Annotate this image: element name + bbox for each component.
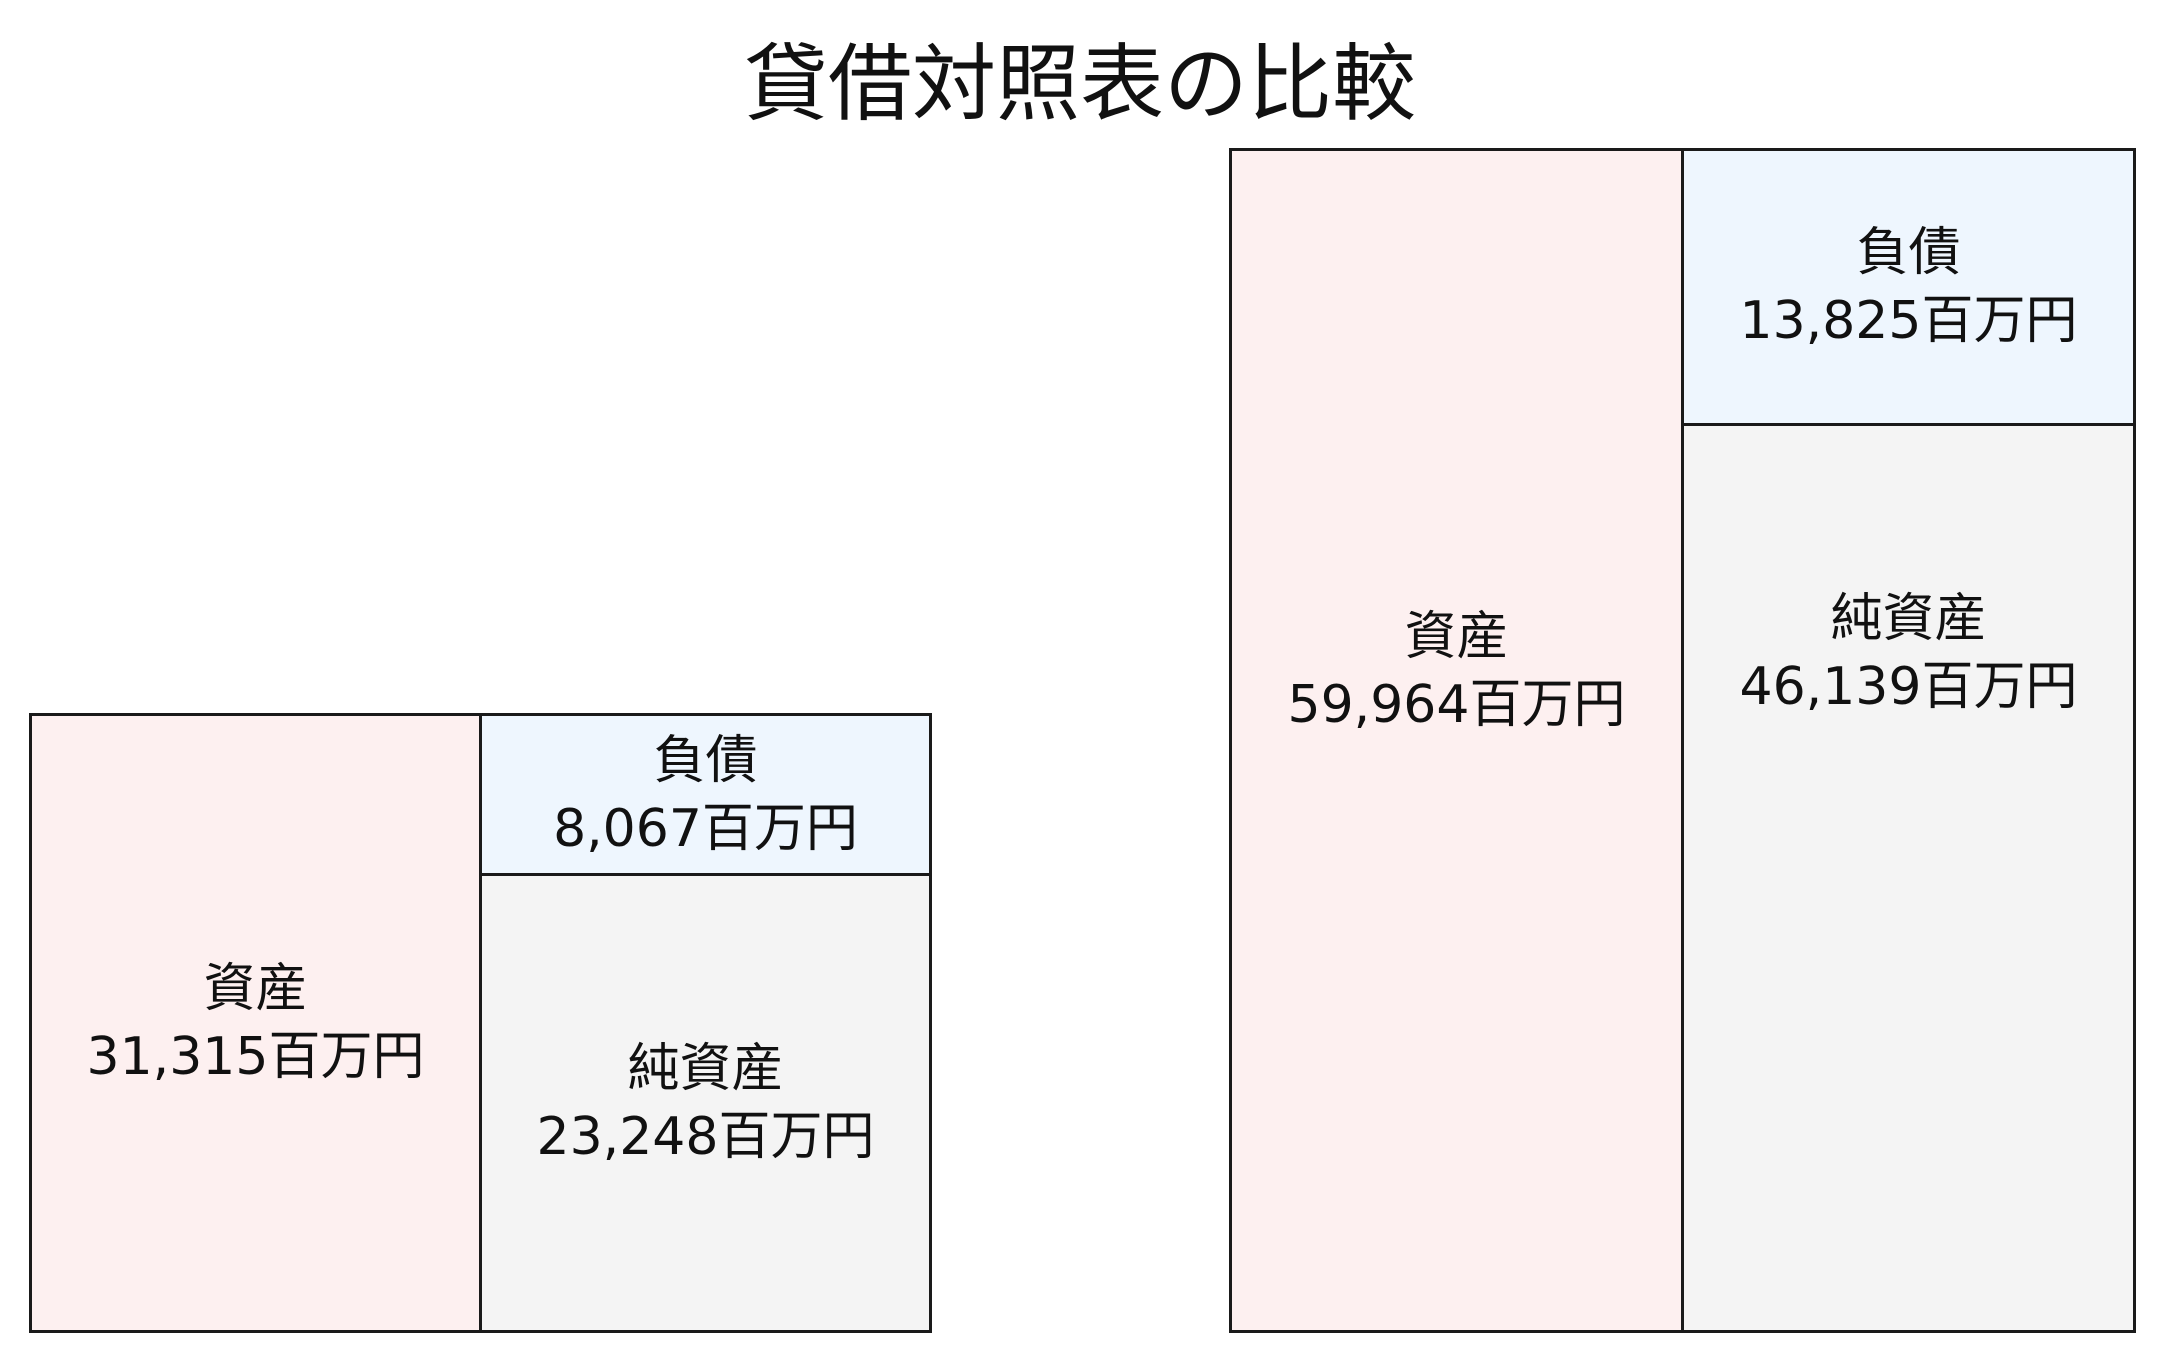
left-assets-label: 資産 [203,959,308,1019]
left-assets-value: 31,315百万円 [86,1027,425,1087]
left-liabilities-label: 負債 [653,730,758,791]
right-net-assets-block: 純資産 46,139百万円 [1681,423,2136,1333]
left-liabilities-value: 8,067百万円 [553,798,858,859]
right-liabilities-label: 負債 [1856,223,1961,283]
right-liabilities-block: 負債 13,825百万円 [1681,148,2136,426]
left-liabilities-block: 負債 8,067百万円 [479,713,932,876]
left-assets-block: 資産 31,315百万円 [29,713,482,1333]
right-net-assets-label: 純資産 [1830,589,1987,649]
chart-title: 貸借対照表の比較 [743,35,1416,133]
right-liabilities-value: 13,825百万円 [1739,291,2078,351]
right-assets-block: 資産 59,964百万円 [1229,148,1684,1333]
left-net-assets-value: 23,248百万円 [536,1107,875,1167]
left-net-assets-block: 純資産 23,248百万円 [479,873,932,1333]
right-assets-label: 資産 [1404,606,1509,667]
left-net-assets-label: 純資産 [627,1039,784,1099]
right-net-assets-value: 46,139百万円 [1739,657,2078,717]
right-assets-value: 59,964百万円 [1287,674,1626,735]
